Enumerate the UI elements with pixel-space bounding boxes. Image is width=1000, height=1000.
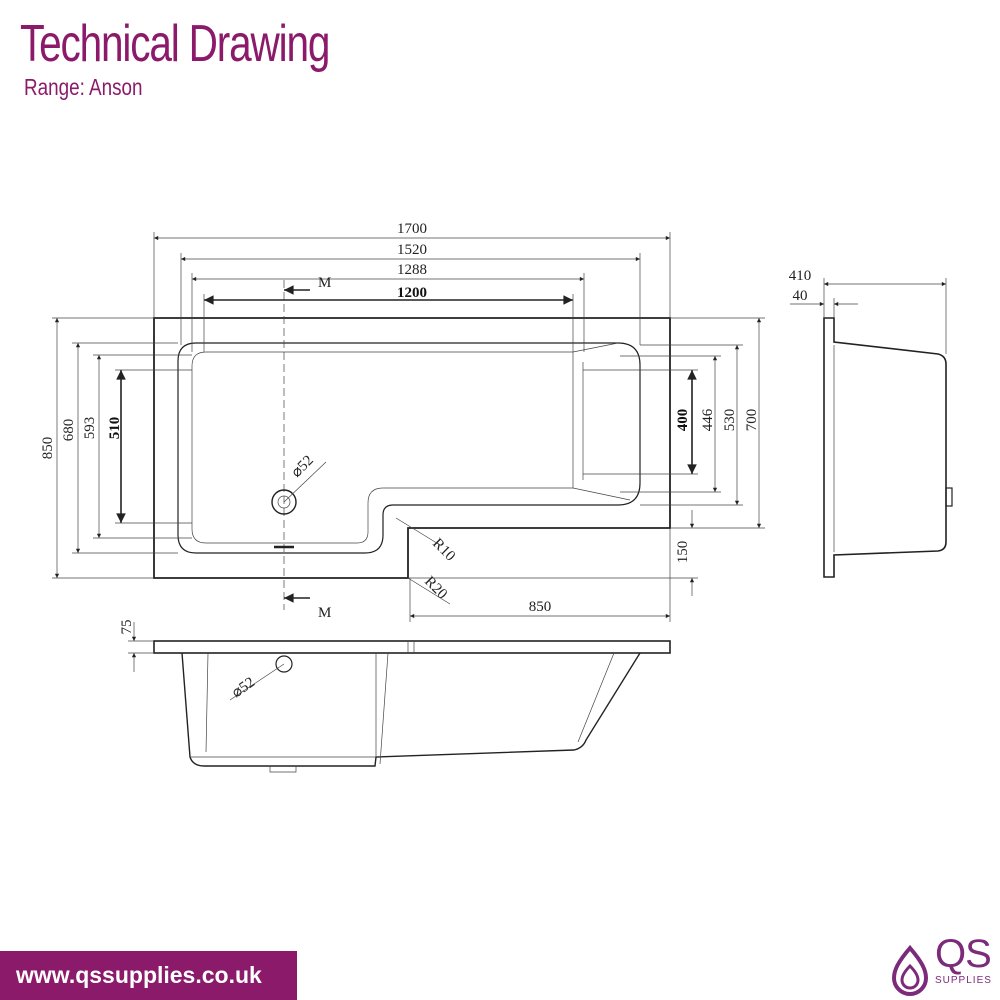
left-dimensions: 850 680 593 510	[40, 317, 192, 579]
dim-850: 850	[40, 437, 56, 460]
logo-text: QS	[935, 932, 992, 976]
top-dimensions: 1700 1520 1288 1200 M M	[153, 221, 671, 621]
bottom-dimensions: 850 R10 R20 ⌀52	[283, 453, 671, 622]
footer-bar	[0, 951, 297, 1000]
dim-530: 530	[722, 409, 738, 432]
waste-diameter-front: ⌀52	[229, 674, 258, 701]
top-view	[153, 280, 671, 610]
dim-75: 75	[119, 620, 135, 635]
dim-510: 510	[107, 417, 123, 440]
radius-r10: R10	[429, 536, 458, 565]
dim-1700: 1700	[397, 221, 427, 237]
dim-850-bottom: 850	[529, 599, 552, 615]
dim-400: 400	[675, 409, 691, 432]
dim-1200: 1200	[397, 285, 427, 301]
dim-446: 446	[700, 408, 716, 431]
dim-1288: 1288	[397, 262, 427, 278]
dim-410: 410	[789, 268, 812, 284]
right-dimensions: 400 446 530 700 150	[408, 317, 765, 596]
dim-680: 680	[61, 419, 77, 442]
range-subtitle: Range: Anson	[24, 74, 143, 100]
section-marker-bottom: M	[318, 605, 331, 621]
logo-subtext: SUPPLIES	[935, 975, 992, 986]
page-title: Technical Drawing	[20, 15, 330, 73]
dim-593: 593	[82, 417, 98, 440]
front-view: ⌀52 75	[119, 620, 671, 773]
dim-1520: 1520	[397, 242, 427, 258]
section-marker-top: M	[318, 275, 331, 291]
dim-700: 700	[744, 409, 760, 432]
qs-supplies-logo-icon	[891, 944, 929, 996]
side-view: 410 40	[789, 268, 953, 578]
waste-diameter-top: ⌀52	[289, 453, 317, 481]
dim-150: 150	[675, 541, 691, 564]
website-link[interactable]: www.qssupplies.co.uk	[16, 962, 262, 988]
dim-40: 40	[793, 288, 808, 304]
